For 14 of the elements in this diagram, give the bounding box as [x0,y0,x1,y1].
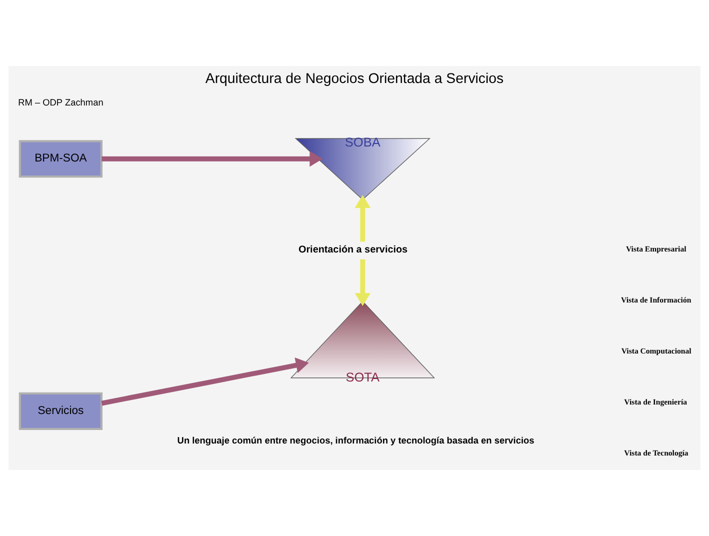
label: Vista de Información [621,296,692,305]
label: Un lenguaje común entre negocios, información y tecnología basada en servicios [177,435,534,446]
label: RM – ODP Zachman [18,97,104,108]
label: Vista de Ingeniería [624,398,688,407]
label: Vista Computacional [621,346,692,356]
arrow [102,150,323,167]
diagram-title: Arquitectura de Negocios Orientada a Servicios [205,71,504,88]
node-box: Servicios [18,392,103,430]
arrow [354,195,371,306]
label: Vista Empresarial [626,244,686,254]
arrow [101,357,309,406]
node-box: BPM-SOA [18,140,103,178]
label: Vista de Tecnología [624,448,688,458]
edge-label: Orientación a servicios [298,244,408,256]
